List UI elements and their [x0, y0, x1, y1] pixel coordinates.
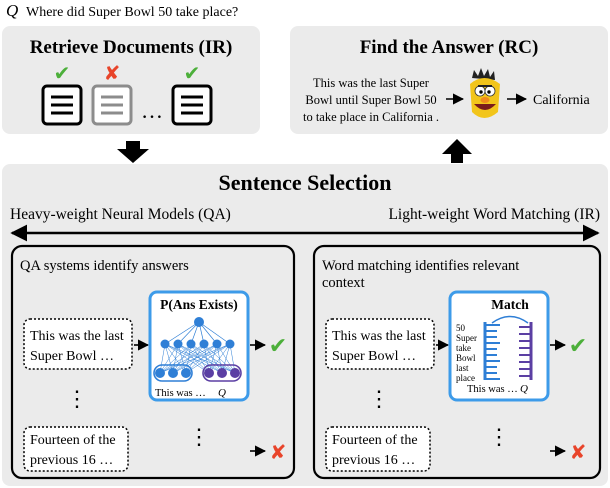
network-edge [208, 343, 218, 374]
match-word: last [456, 363, 469, 373]
word-vertical-ellipsis-left: ⋮ [368, 386, 390, 411]
match-arc [491, 315, 529, 324]
heavy-weight-label: Heavy-weight Neural Models (QA) [10, 206, 231, 223]
match-word: Bowl [456, 353, 476, 363]
match-word: take [456, 343, 471, 353]
network-hidden-node [212, 339, 222, 349]
qa-neural-network [155, 317, 240, 378]
network-hidden-node [160, 339, 170, 349]
word-match-box [448, 290, 550, 402]
answer-passage-line-1: This was the last Super [313, 76, 430, 90]
word-sentence-1-box [325, 318, 435, 370]
down-block-arrow [117, 141, 149, 163]
qa-sentence-1-line-2: Super Bowl … [30, 349, 114, 364]
qa-sentence-2-box [23, 426, 129, 472]
match-word: place [456, 373, 475, 383]
qa-vertical-ellipsis-right: ⋮ [188, 424, 210, 449]
network-hidden-node [225, 339, 235, 349]
network-edge [177, 321, 200, 345]
documents-ellipsis: … [141, 98, 163, 123]
light-weight-label: Light-weight Word Matching (IR) [388, 206, 600, 223]
retrieve-title: Retrieve Documents (IR) [30, 37, 233, 58]
match-word: Super [456, 333, 477, 343]
qa-model-title: P(Ans Exists) [160, 297, 238, 312]
network-edge [198, 321, 231, 345]
word-input-q: Q [520, 383, 528, 395]
qa-sentence-1-box [23, 318, 133, 370]
answer-panel [290, 26, 608, 134]
network-input-node [230, 368, 240, 378]
qa-sentence-1-line-1: This was the last [30, 329, 124, 344]
qa-sentence-2-line-1: Fourteen of the [30, 433, 116, 448]
document-3-icon [171, 84, 213, 126]
network-input-node [181, 368, 191, 378]
answer-passage-line-3: to take place in California . [303, 110, 439, 124]
document-2-icon [91, 84, 133, 126]
network-input-node [217, 368, 227, 378]
word-sentence-2-line-2: previous 16 … [332, 453, 415, 468]
network-edge [208, 343, 231, 374]
word-panel-title-line-2: context [322, 275, 365, 291]
match-bars [483, 322, 533, 380]
word-sentence-1-line-2: Super Bowl … [332, 349, 416, 364]
qa-cross-icon: ✘ [270, 440, 287, 464]
question-symbol: Q [6, 1, 18, 20]
qa-input-group-left [153, 364, 193, 382]
network-edge [159, 343, 231, 374]
word-input-caption: This was … [467, 384, 518, 395]
document-1-check-icon: ✔ [54, 61, 71, 85]
network-edge [159, 343, 179, 374]
document-3-check-icon: ✔ [184, 61, 201, 85]
word-cross-icon: ✘ [570, 440, 587, 464]
network-edge [172, 343, 231, 374]
qa-panel-title: QA systems identify answers [20, 258, 189, 274]
question-text: Where did Super Bowl 50 take place? [26, 5, 238, 20]
match-word: 50 [456, 323, 466, 333]
qa-input-q: Q [218, 387, 226, 399]
qa-sentence-2-line-2: previous 16 … [30, 453, 113, 468]
document-2-cross-icon: ✘ [104, 61, 121, 85]
up-block-arrow [442, 139, 472, 163]
network-edge [221, 343, 231, 374]
selection-title: Sentence Selection [219, 170, 392, 195]
network-edge [164, 343, 210, 374]
network-hidden-node [173, 339, 183, 349]
qa-input-group-right [202, 364, 242, 382]
network-input-node [155, 368, 165, 378]
qa-vertical-ellipsis-left: ⋮ [66, 386, 88, 411]
document-1-icon [41, 84, 83, 126]
qa-check-icon: ✔ [269, 334, 287, 359]
qa-input-caption: This was … [155, 388, 206, 399]
network-input-node [168, 368, 178, 378]
network-edge [190, 343, 210, 374]
word-vertical-ellipsis-right: ⋮ [488, 424, 510, 449]
word-sentence-2-line-1: Fourteen of the [332, 433, 418, 448]
answer-passage-line-2: Bowl until Super Bowl 50 [305, 93, 436, 107]
word-panel-title-line-1: Word matching identifies relevant [322, 258, 519, 274]
network-hidden-node [186, 339, 196, 349]
bert-puppet-icon [470, 68, 500, 118]
word-match-title: Match [491, 297, 529, 312]
network-edge [159, 343, 218, 374]
network-hidden-node [199, 339, 209, 349]
word-sentence-1-line-1: This was the last [332, 329, 426, 344]
word-check-icon: ✔ [569, 334, 587, 359]
word-sentence-2-box [325, 426, 431, 472]
answer-title: Find the Answer (RC) [360, 37, 539, 58]
network-edge [159, 343, 205, 374]
network-output-node [194, 317, 204, 327]
network-edge [185, 343, 231, 374]
network-edge [159, 343, 192, 374]
answer-result: California [533, 93, 591, 108]
network-input-node [204, 368, 214, 378]
network-edge [164, 321, 200, 345]
